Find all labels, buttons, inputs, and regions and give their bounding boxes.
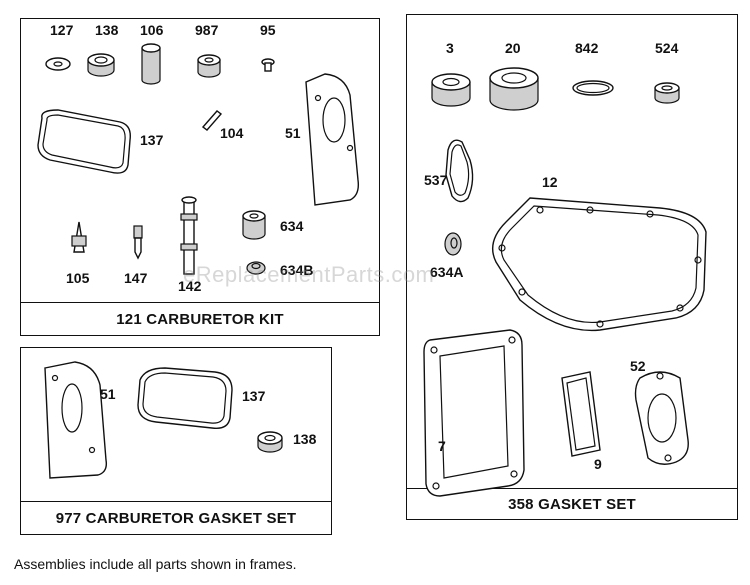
gasket-51-drawing [305, 73, 360, 206]
label-51-set: 51 [100, 386, 116, 402]
label-634: 634 [280, 218, 304, 234]
label-142: 142 [178, 278, 202, 294]
label-12: 12 [542, 174, 558, 190]
gasket-set-frame: 358 GASKET SET [406, 14, 738, 520]
label-842: 842 [575, 40, 599, 56]
label-524: 524 [655, 40, 679, 56]
gasket-9-drawing [561, 371, 601, 457]
label-7: 7 [438, 438, 446, 454]
carburetor-kit-title: 121 CARBURETOR KIT [21, 302, 379, 335]
gasket-137-set-drawing [137, 367, 233, 429]
seal-20-drawing [489, 67, 539, 111]
gasket-137-drawing [37, 109, 131, 174]
label-106: 106 [140, 22, 164, 38]
label-95: 95 [260, 22, 276, 38]
seat-634-drawing [242, 210, 266, 240]
label-20: 20 [505, 40, 521, 56]
seal-3-drawing [431, 73, 471, 107]
label-634a: 634A [430, 264, 464, 280]
label-147: 147 [124, 270, 148, 286]
screw-147-drawing [133, 225, 143, 260]
ring-537-drawing [445, 139, 474, 203]
seal-634a-drawing [444, 232, 462, 256]
needle-105-drawing [71, 221, 87, 253]
label-9: 9 [594, 456, 602, 472]
label-104: 104 [220, 125, 244, 141]
label-138: 138 [95, 22, 119, 38]
seal-138-set-drawing [257, 431, 283, 453]
gasket-52-drawing [634, 371, 689, 465]
pin-104-drawing [201, 110, 223, 131]
watermark: eReplacementParts.com [183, 262, 435, 287]
screw-95-drawing [261, 58, 275, 72]
label-138-set: 138 [293, 431, 317, 447]
label-52: 52 [630, 358, 646, 374]
label-137: 137 [140, 132, 164, 148]
head-gasket-7-drawing [423, 329, 525, 497]
seat-634b-drawing [246, 261, 266, 275]
ring-842-drawing [572, 80, 614, 96]
washer-127-drawing [45, 57, 71, 71]
footnote: Assemblies include all parts shown in fr… [14, 556, 297, 572]
carburetor-gasket-set-title: 977 CARBURETOR GASKET SET [21, 501, 331, 534]
ring-987-drawing [197, 54, 221, 78]
label-137-set: 137 [242, 388, 266, 404]
carburetor-gasket-set-frame: 977 CARBURETOR GASKET SET [20, 347, 332, 535]
plug-524-drawing [654, 82, 680, 104]
gasket-51-set-drawing [44, 361, 108, 479]
bushing-106-drawing [141, 43, 161, 85]
label-105: 105 [66, 270, 90, 286]
seal-138-drawing [87, 53, 115, 77]
label-987: 987 [195, 22, 219, 38]
carburetor-kit-frame: 121 CARBURETOR KIT [20, 18, 380, 336]
crankcase-gasket-12-drawing [492, 197, 707, 332]
tube-142-drawing [180, 196, 198, 275]
label-3: 3 [446, 40, 454, 56]
gasket-set-title: 358 GASKET SET [407, 488, 737, 519]
label-634b: 634B [280, 262, 314, 278]
label-127: 127 [50, 22, 74, 38]
label-51: 51 [285, 125, 301, 141]
label-537: 537 [424, 172, 448, 188]
